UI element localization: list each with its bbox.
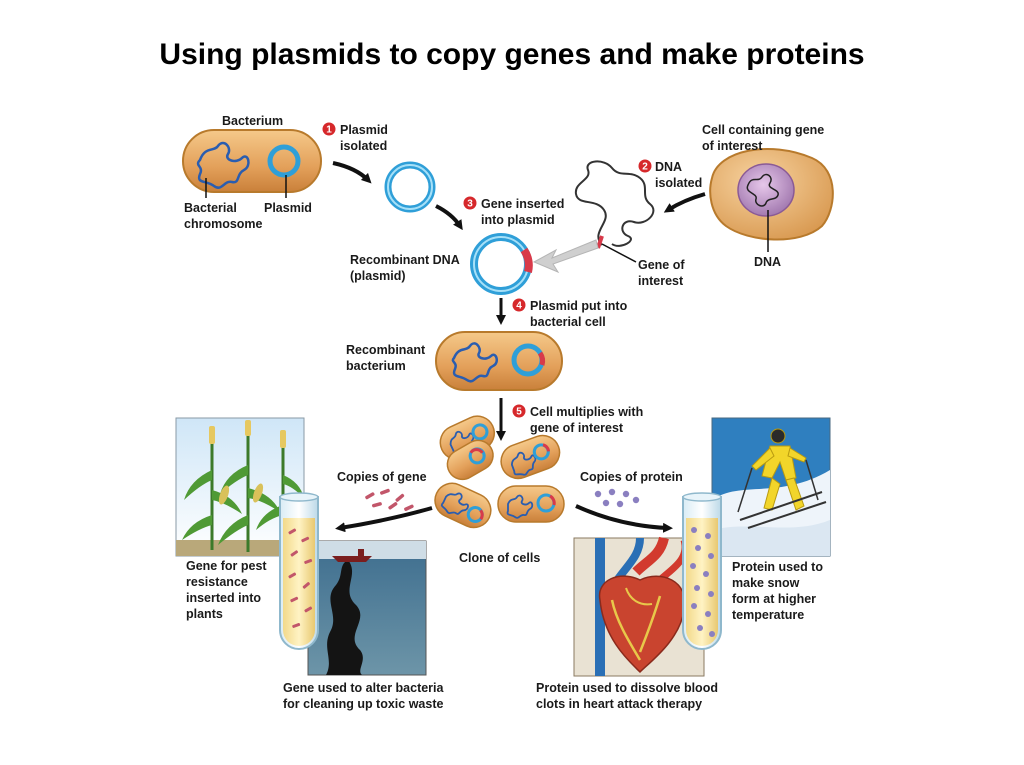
- gene-copies-arrow: [335, 506, 433, 533]
- step-3-badge: 3: [463, 196, 477, 210]
- step-1-badge: 1: [322, 122, 336, 136]
- step-1-number: 1: [326, 125, 332, 136]
- skier-image: [711, 417, 831, 557]
- protein-test-tube: [682, 492, 722, 650]
- bacterium-original: [182, 129, 322, 198]
- recombinant-dna-label-2: (plasmid): [350, 269, 406, 283]
- step-5-text-2: gene of interest: [530, 421, 624, 435]
- blood-clots-caption-2: clots in heart attack therapy: [536, 697, 702, 711]
- step-3-arrow: [435, 204, 463, 231]
- bacterial-chromosome-shape: [196, 141, 250, 189]
- step-2-badge: 2: [638, 159, 652, 173]
- dna-label: DNA: [754, 255, 781, 269]
- copies-of-gene-label: Copies of gene: [337, 470, 427, 484]
- step-4-text-2: bacterial cell: [530, 315, 606, 329]
- step-5-text-1: Cell multiplies with: [530, 405, 643, 419]
- step-1-arrow: [332, 161, 372, 184]
- toxic-waste-caption-2: for cleaning up toxic waste: [283, 697, 443, 711]
- gene-test-tube: [279, 492, 319, 650]
- recombinant-bacterium: [435, 331, 563, 391]
- tanker-ship: [332, 556, 372, 562]
- isolated-dna-strand: [574, 160, 655, 247]
- snow-caption-1: Protein used to: [732, 560, 823, 574]
- step-3-text-1: Gene inserted: [481, 197, 564, 211]
- gene-of-interest-segment: [596, 235, 604, 249]
- step-3-number: 3: [467, 199, 473, 210]
- gene-transfer-arrow: [532, 239, 599, 274]
- step-5-number: 5: [516, 407, 522, 418]
- snow-caption-2: make snow: [732, 576, 800, 590]
- snow-caption-3: form at higher: [732, 592, 816, 606]
- step-3-text-2: into plasmid: [481, 213, 555, 227]
- toxic-waste-caption-1: Gene used to alter bacteria: [283, 681, 445, 695]
- step-4-number: 4: [516, 301, 522, 312]
- protein-copies-dots: [594, 488, 640, 508]
- bacterial-chromosome-label-2: chromosome: [184, 217, 263, 231]
- original-plasmid-ring: [267, 144, 301, 178]
- pest-resistance-caption-2: resistance: [186, 575, 248, 589]
- step-1-text-2: isolated: [340, 139, 387, 153]
- eukaryotic-cell: [709, 147, 834, 252]
- recombinant-bacterium-label-2: bacterium: [346, 359, 406, 373]
- nucleus: [737, 163, 795, 217]
- gene-of-interest-label-1: Gene of: [638, 258, 685, 272]
- step-2-text-2: isolated: [655, 176, 702, 190]
- cell-containing-gene-label-2: of interest: [702, 139, 763, 153]
- pest-resistance-caption-3: inserted into: [186, 591, 261, 605]
- blood-clots-caption-1: Protein used to dissolve blood: [536, 681, 718, 695]
- copies-of-protein-label: Copies of protein: [580, 470, 683, 484]
- oil-spill-image: [307, 540, 427, 676]
- recombinant-bacterium-label-1: Recombinant: [346, 343, 426, 357]
- pest-resistance-caption-4: plants: [186, 607, 223, 621]
- clone-of-cells-label: Clone of cells: [459, 551, 540, 565]
- step-2-text-1: DNA: [655, 160, 682, 174]
- nuclear-dna-shape: [746, 173, 779, 207]
- plasmid-label: Plasmid: [264, 201, 312, 215]
- page-title: Using plasmids to copy genes and make pr…: [159, 38, 865, 71]
- step-4-badge: 4: [512, 298, 526, 312]
- recombinant-plasmid: [470, 233, 533, 295]
- step-2-arrow: [663, 192, 706, 213]
- inserted-gene-segment: [520, 247, 533, 273]
- step-5-badge: 5: [512, 404, 526, 418]
- bacterial-chromosome-label-1: Bacterial: [184, 201, 237, 215]
- pest-resistance-caption-1: Gene for pest: [186, 559, 267, 573]
- step-1-text-1: Plasmid: [340, 123, 388, 137]
- step-4-text-1: Plasmid put into: [530, 299, 628, 313]
- gene-of-interest-label-2: interest: [638, 274, 684, 288]
- recombinant-dna-label-1: Recombinant DNA: [350, 253, 460, 267]
- protein-copies-arrow: [575, 504, 673, 533]
- clone-of-cells: [434, 415, 565, 529]
- step-2-number: 2: [642, 162, 648, 173]
- gene-copies-fragments: [365, 488, 414, 511]
- snow-caption-4: temperature: [732, 608, 804, 622]
- bacterium-label: Bacterium: [222, 114, 283, 128]
- cell-containing-gene-label-1: Cell containing gene: [702, 123, 824, 137]
